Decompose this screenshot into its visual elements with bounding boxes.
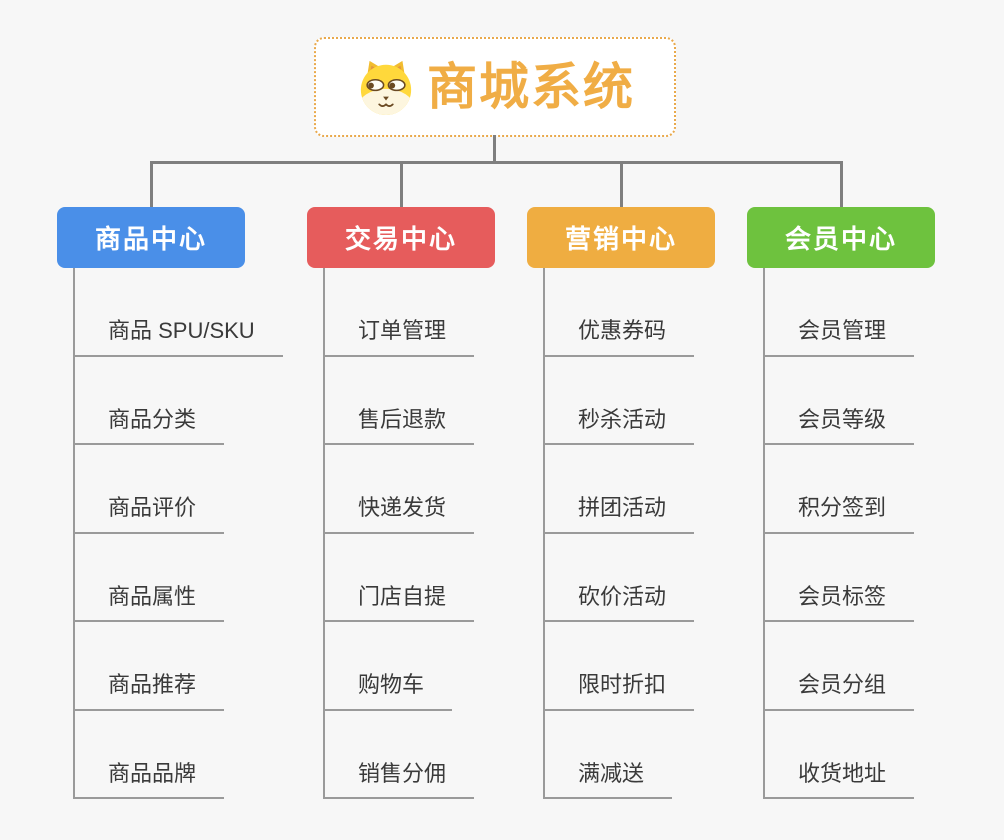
branch-item-label: 限时折扣 <box>545 672 695 711</box>
branch-items: 商品 SPU/SKU 商品分类 商品评价 商品属性 商品推荐 商品品牌 <box>73 268 317 799</box>
branch-item-label: 会员管理 <box>765 318 915 357</box>
branch-item[interactable]: 销售分佣 <box>325 711 567 799</box>
branch-item[interactable]: 满减送 <box>545 711 787 799</box>
branch-item-label: 会员标签 <box>765 584 915 622</box>
branch-item[interactable]: 快递发货 <box>325 445 567 534</box>
branch-item[interactable]: 拼团活动 <box>545 445 787 534</box>
branch-item-label: 购物车 <box>325 672 453 711</box>
branch-label: 营销中心 <box>564 224 677 254</box>
branch-item-label: 秒杀活动 <box>545 407 695 445</box>
branch-item[interactable]: 砍价活动 <box>545 534 787 622</box>
branch-items: 会员管理 会员等级 积分签到 会员标签 会员分组 收货地址 <box>763 268 1004 799</box>
branch-header-marketing-center[interactable]: 营销中心 <box>527 207 715 268</box>
branch-item[interactable]: 积分签到 <box>765 445 1004 534</box>
branch-item-label: 订单管理 <box>325 318 475 357</box>
branch-item[interactable]: 收货地址 <box>765 711 1004 799</box>
branch-item-label: 商品分类 <box>75 407 225 445</box>
branch-item-label: 售后退款 <box>325 407 475 445</box>
branch-item[interactable]: 商品评价 <box>75 445 317 534</box>
branch-item-label: 砍价活动 <box>545 584 695 622</box>
branch-item[interactable]: 售后退款 <box>325 357 567 445</box>
branch-item-label: 满减送 <box>545 761 673 799</box>
branch-items: 优惠券码 秒杀活动 拼团活动 砍价活动 限时折扣 满减送 <box>543 268 787 799</box>
connector-drop-2 <box>400 161 403 208</box>
branch-item[interactable]: 购物车 <box>325 622 567 711</box>
branch-item-label: 门店自提 <box>325 584 475 622</box>
branch-item-label: 收货地址 <box>765 761 915 799</box>
branch-header-product-center[interactable]: 商品中心 <box>57 207 245 268</box>
branch-item-label: 优惠券码 <box>545 318 695 357</box>
connector-drop-1 <box>150 161 153 208</box>
branch-item[interactable]: 商品品牌 <box>75 711 317 799</box>
branch-item[interactable]: 会员管理 <box>765 268 1004 357</box>
branch-marketing-center: 营销中心 优惠券码 秒杀活动 拼团活动 砍价活动 限时折扣 满减送 <box>527 207 787 799</box>
root-node[interactable]: 商城系统 <box>314 37 676 137</box>
branch-product-center: 商品中心 商品 SPU/SKU 商品分类 商品评价 商品属性 商品推荐 商品品牌 <box>57 207 317 799</box>
dog-face-icon <box>355 58 417 116</box>
branch-item-label: 商品品牌 <box>75 761 225 799</box>
branch-item-label: 会员分组 <box>765 672 915 711</box>
branch-item[interactable]: 限时折扣 <box>545 622 787 711</box>
branch-item-label: 商品推荐 <box>75 672 225 711</box>
branch-item[interactable]: 商品推荐 <box>75 622 317 711</box>
branch-item-label: 商品属性 <box>75 584 225 622</box>
branch-item[interactable]: 商品属性 <box>75 534 317 622</box>
branch-item-label: 快递发货 <box>325 495 475 534</box>
branch-item[interactable]: 优惠券码 <box>545 268 787 357</box>
branch-item[interactable]: 门店自提 <box>325 534 567 622</box>
branch-item[interactable]: 会员分组 <box>765 622 1004 711</box>
branch-item-label: 商品评价 <box>75 495 225 534</box>
connector-horizontal-bar <box>150 161 843 164</box>
branch-header-trade-center[interactable]: 交易中心 <box>307 207 495 268</box>
branch-item-label: 销售分佣 <box>325 761 475 799</box>
branch-item[interactable]: 秒杀活动 <box>545 357 787 445</box>
connector-drop-3 <box>620 161 623 208</box>
branch-item[interactable]: 订单管理 <box>325 268 567 357</box>
branch-label: 商品中心 <box>94 224 207 254</box>
branch-item[interactable]: 商品分类 <box>75 357 317 445</box>
connector-root-stub <box>493 135 496 163</box>
branch-trade-center: 交易中心 订单管理 售后退款 快递发货 门店自提 购物车 销售分佣 <box>307 207 567 799</box>
branch-label: 交易中心 <box>344 224 457 254</box>
branch-item-label: 会员等级 <box>765 407 915 445</box>
branch-member-center: 会员中心 会员管理 会员等级 积分签到 会员标签 会员分组 收货地址 <box>747 207 1004 799</box>
branch-item-label: 拼团活动 <box>545 495 695 534</box>
branch-header-member-center[interactable]: 会员中心 <box>747 207 935 268</box>
connector-drop-4 <box>840 161 843 208</box>
branch-items: 订单管理 售后退款 快递发货 门店自提 购物车 销售分佣 <box>323 268 567 799</box>
branch-item[interactable]: 商品 SPU/SKU <box>75 268 317 357</box>
branch-item[interactable]: 会员等级 <box>765 357 1004 445</box>
branch-item[interactable]: 会员标签 <box>765 534 1004 622</box>
branch-item-label: 商品 SPU/SKU <box>75 318 283 357</box>
branch-label: 会员中心 <box>784 224 897 254</box>
branch-item-label: 积分签到 <box>765 495 915 534</box>
root-title: 商城系统 <box>427 59 635 115</box>
